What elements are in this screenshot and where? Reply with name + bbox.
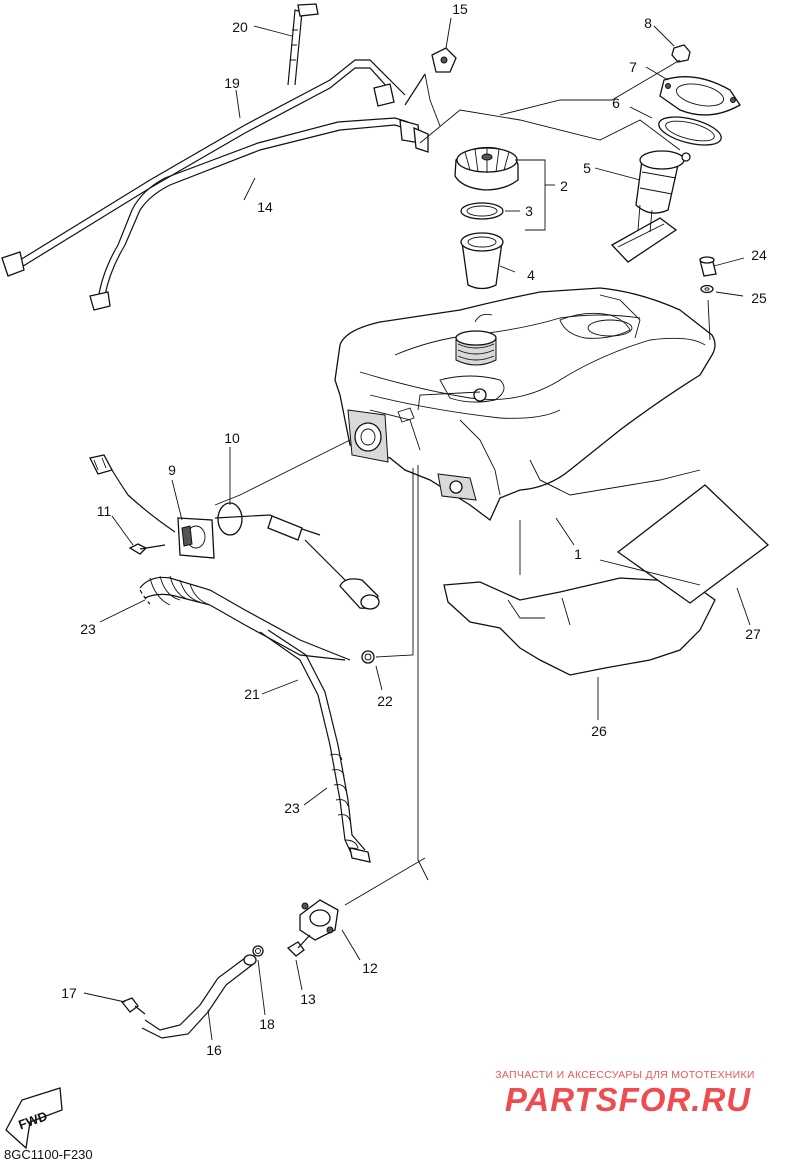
- callout-25: 25: [751, 290, 767, 306]
- breather-hose: [139, 575, 375, 863]
- cable-tie: [287, 3, 319, 86]
- callout-4: 4: [527, 267, 535, 283]
- callout-23-lower: 23: [284, 800, 300, 816]
- callout-labels: 1 2 3 4 5 6 7 8 9 10 11 12 13 14 15 16 1…: [16, 1, 767, 1132]
- callout-8: 8: [644, 15, 652, 31]
- nut: [671, 44, 691, 63]
- fuel-tank: [334, 287, 716, 522]
- leader-lines: [83, 17, 751, 1041]
- fuel-cock: [299, 899, 339, 941]
- callout-9: 9: [168, 462, 176, 478]
- callout-16: 16: [206, 1042, 222, 1058]
- callout-14: 14: [257, 199, 273, 215]
- fuel-pump: [610, 150, 691, 263]
- callout-15: 15: [452, 1, 468, 17]
- callout-19: 19: [224, 75, 240, 91]
- callout-3: 3: [525, 203, 533, 219]
- callout-10: 10: [224, 430, 240, 446]
- heat-protector: [443, 577, 716, 676]
- callout-5: 5: [583, 160, 591, 176]
- grommet: [699, 256, 717, 277]
- callout-22: 22: [377, 693, 393, 709]
- callout-20: 20: [232, 19, 248, 35]
- filler-neck: [460, 232, 504, 290]
- fuel-sender: [89, 454, 380, 610]
- callout-6: 6: [612, 95, 620, 111]
- callout-26: 26: [591, 723, 607, 739]
- fwd-arrow-icon: [5, 1087, 63, 1150]
- fuel-cap: [454, 146, 519, 191]
- diagram-code: 8GC1100-F230: [4, 1147, 93, 1162]
- pump-plate: [659, 76, 741, 116]
- callout-17: 17: [61, 985, 77, 1001]
- cap-gasket: [460, 202, 504, 220]
- drain-hose: [120, 945, 264, 1039]
- callout-27: 27: [745, 626, 761, 642]
- callout-7: 7: [629, 59, 637, 75]
- bolt: [286, 934, 311, 957]
- screw: [128, 543, 166, 555]
- callout-2: 2: [560, 178, 568, 194]
- callout-1: 1: [574, 546, 582, 562]
- callout-24: 24: [751, 247, 767, 263]
- pump-gasket: [658, 116, 722, 146]
- watermark-tagline: ЗАПЧАСТИ И АКСЕССУАРЫ ДЛЯ МОТОТЕХНИКИ: [495, 1069, 755, 1081]
- watermark-brand: PARTSFOR.RU: [505, 1081, 751, 1118]
- callout-11: 11: [97, 503, 112, 519]
- callout-12: 12: [362, 960, 378, 976]
- washer: [700, 284, 714, 294]
- fuel-hose: [89, 117, 429, 311]
- callout-23-upper: 23: [80, 621, 96, 637]
- wire-harness: [1, 47, 457, 277]
- callout-21: 21: [244, 686, 260, 702]
- callout-18: 18: [259, 1016, 275, 1032]
- callout-13: 13: [300, 991, 316, 1007]
